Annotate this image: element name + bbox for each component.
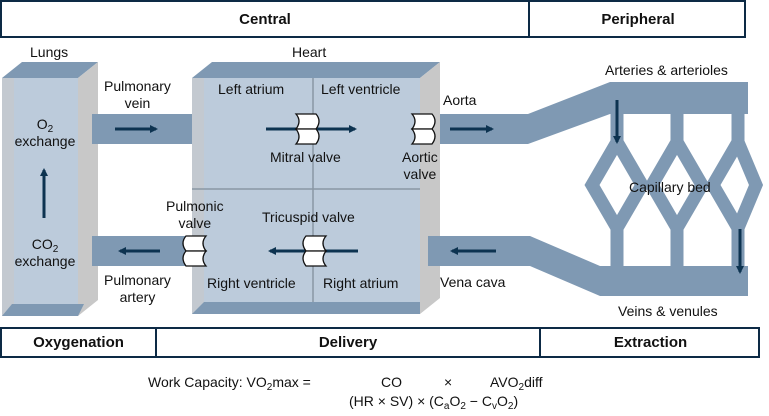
label-right-ventricle: Right ventricle <box>207 275 296 291</box>
label-left-ventricle: Left ventricle <box>321 81 401 97</box>
label-co2-exchange: CO2 exchange <box>10 236 80 270</box>
capillary-bed <box>584 100 764 272</box>
formula-times: × <box>444 374 453 390</box>
formula-term-avo2diff: AVO2diff <box>490 374 543 393</box>
header-central: Central <box>239 10 291 28</box>
aortic-valve-icon <box>410 113 436 145</box>
lungs-block <box>2 62 98 316</box>
formula-line1: Work Capacity: VO2max = <box>148 374 311 393</box>
header-peripheral: Peripheral <box>528 2 746 36</box>
formula-prefix: Work Capacity: VO <box>148 374 267 390</box>
label-right-atrium: Right atrium <box>323 275 399 291</box>
heart-block <box>192 62 440 314</box>
label-veins-venules: Veins & venules <box>618 303 718 319</box>
label-pulmonary-vein: Pulmonary vein <box>104 78 171 112</box>
header-delivery: Delivery <box>155 329 539 356</box>
top-header-bar: Central Peripheral <box>0 0 746 38</box>
aorta-vessel <box>440 82 748 144</box>
header-oxygenation: Oxygenation <box>33 334 124 351</box>
formula-term-co: CO <box>381 374 402 390</box>
label-o2-word: exchange <box>14 133 76 149</box>
label-pulmonic-valve: Pulmonic valve <box>166 198 224 232</box>
label-vena-cava: Vena cava <box>440 274 506 290</box>
label-aortic-valve-line1: Aortic <box>402 149 438 165</box>
label-capillary-bed: Capillary bed <box>629 179 711 195</box>
label-o2-gas: O2 <box>36 116 54 135</box>
vena-cava-vessel <box>428 236 748 296</box>
label-co2-word: exchange <box>14 253 76 269</box>
formula-line2: (HR × SV) × (CaO2 − CvO2) <box>349 393 519 412</box>
label-pulmonary-vein-line2: vein <box>124 95 151 111</box>
label-tricuspid-valve: Tricuspid valve <box>262 209 355 225</box>
label-o2-exchange: O2 exchange <box>10 116 80 150</box>
label-lungs: Lungs <box>30 44 69 60</box>
label-pulmonic-valve-line1: Pulmonic <box>166 198 224 214</box>
label-left-atrium: Left atrium <box>218 81 285 97</box>
header-extraction: Extraction <box>539 329 760 356</box>
label-heart: Heart <box>292 44 327 60</box>
bottom-header-bar: Oxygenation Delivery Extraction <box>0 327 760 358</box>
label-aorta: Aorta <box>443 92 477 108</box>
label-mitral-valve: Mitral valve <box>270 149 341 165</box>
label-pulmonary-vein-line1: Pulmonary <box>104 78 171 94</box>
label-pulmonic-valve-line2: valve <box>178 215 212 231</box>
formula-prefix-end: max = <box>272 374 311 390</box>
label-arteries-arterioles: Arteries & arterioles <box>605 62 728 78</box>
label-aortic-valve-line2: valve <box>403 166 437 182</box>
label-pulmonary-artery: Pulmonary artery <box>104 272 171 306</box>
label-pulmonary-artery-line1: Pulmonary <box>104 272 171 288</box>
label-pulmonary-artery-line2: artery <box>119 289 156 305</box>
tricuspid-valve-icon <box>302 235 328 267</box>
label-aortic-valve: Aortic valve <box>402 149 438 183</box>
pulmonic-valve-icon <box>182 235 208 267</box>
mitral-valve-icon <box>294 113 320 145</box>
label-co2-gas: CO2 <box>31 236 59 255</box>
